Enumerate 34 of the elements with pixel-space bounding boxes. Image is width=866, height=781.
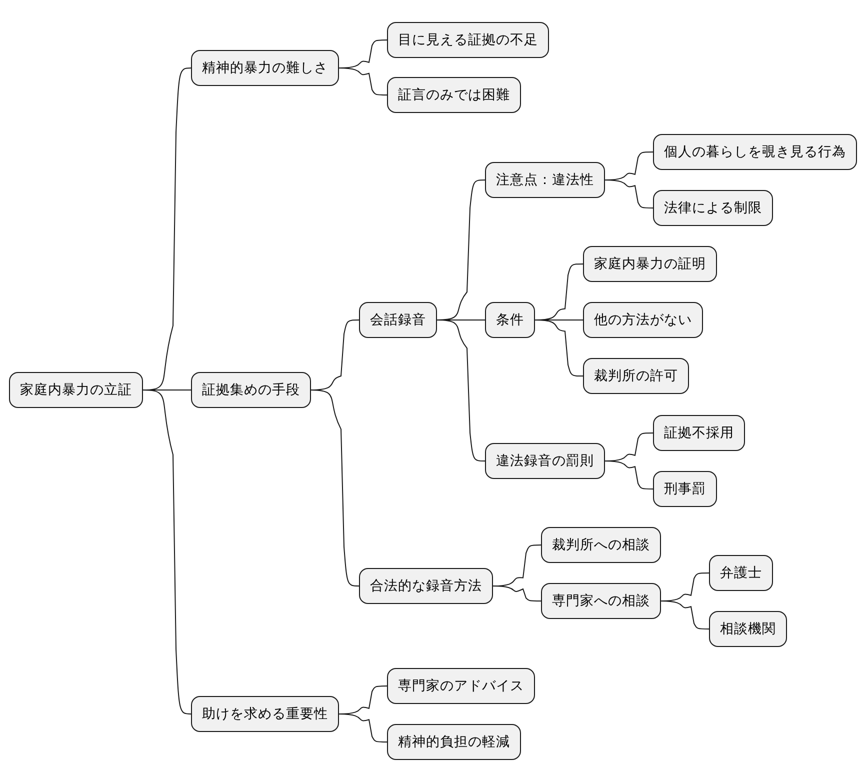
- topic-box: 家庭内暴力の証明: [583, 246, 717, 282]
- topic-box: 家庭内暴力の立証: [9, 372, 143, 408]
- topic-box: 会話録音: [359, 302, 437, 338]
- topic-box: 刑事罰: [653, 471, 717, 507]
- topic-box: 精神的負担の軽減: [387, 724, 521, 760]
- topic-box: 裁判所への相談: [541, 527, 661, 563]
- topic-box: 目に見える証拠の不足: [387, 22, 549, 58]
- topic-box: 弁護士: [709, 555, 773, 591]
- topic-box: 相談機関: [709, 611, 787, 647]
- topic-box: 注意点：違法性: [485, 162, 605, 198]
- topic-box: 合法的な録音方法: [359, 568, 493, 604]
- topic-box: 条件: [485, 302, 535, 338]
- topic-box: 専門家のアドバイス: [387, 668, 535, 704]
- topic-box: 証拠集めの手段: [191, 372, 311, 408]
- connector-line: [534, 320, 584, 376]
- topic-box: 専門家への相談: [541, 583, 661, 619]
- connector-line: [436, 320, 486, 462]
- topic-box: 他の方法がない: [583, 302, 703, 338]
- connector-line: [310, 390, 360, 586]
- topic-box: 違法録音の罰則: [485, 443, 605, 479]
- topic-box: 法律による制限: [653, 190, 773, 226]
- connector-line: [604, 180, 654, 208]
- connector-line: [338, 68, 388, 96]
- topic-box: 裁判所の許可: [583, 358, 689, 394]
- connector-line: [660, 600, 710, 630]
- connector-line: [338, 714, 388, 742]
- topic-box: 証拠不採用: [653, 415, 745, 451]
- topic-box: 個人の暮らしを覗き見る行為: [653, 134, 857, 170]
- topic-box: 精神的暴力の難しさ: [191, 50, 339, 86]
- topic-box: 助けを求める重要性: [191, 696, 339, 732]
- connector-line: [142, 390, 192, 714]
- topic-box: 証言のみでは困難: [387, 77, 521, 113]
- connector-line: [492, 586, 542, 602]
- connector-line: [604, 460, 654, 490]
